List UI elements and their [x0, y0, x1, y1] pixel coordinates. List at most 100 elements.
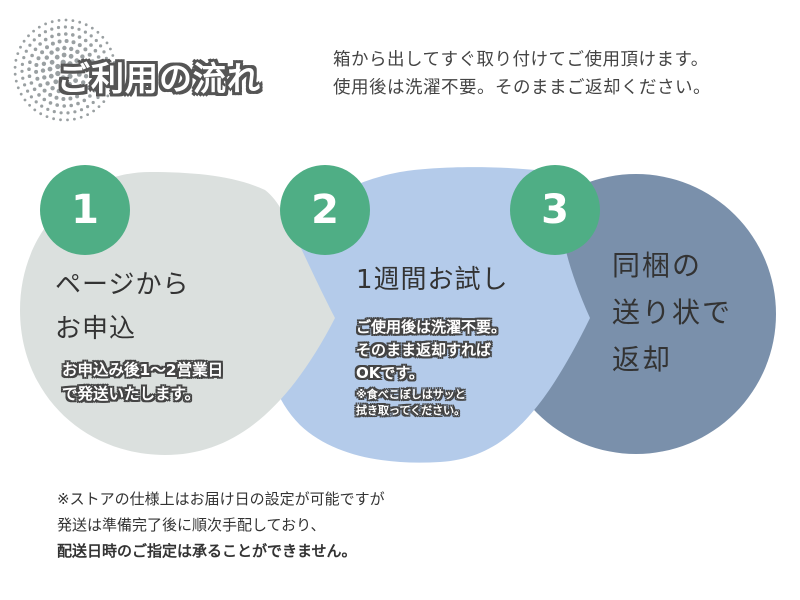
decoration-dot: [81, 90, 85, 95]
decoration-dot: [98, 76, 102, 80]
decoration-dot: [92, 88, 97, 93]
decoration-dot: [55, 103, 59, 107]
decoration-dot: [70, 88, 75, 93]
decoration-dot: [30, 53, 34, 58]
decoration-dot: [83, 30, 87, 34]
decoration-dot: [106, 94, 110, 98]
decoration-dot: [70, 26, 74, 30]
decoration-dot: [20, 69, 24, 73]
decoration-dot: [69, 103, 73, 108]
step-2-label: 1週間お試し: [356, 265, 509, 295]
decoration-dot: [52, 117, 55, 121]
decoration-dot: [113, 67, 117, 71]
decoration-dot: [35, 76, 40, 81]
decoration-dot: [24, 49, 28, 53]
decoration-dot: [27, 67, 31, 71]
decoration-dot: [45, 115, 49, 118]
decoration-dot: [73, 78, 78, 83]
page-title: ご利用の流れ: [57, 59, 261, 98]
decoration-dot: [64, 39, 69, 43]
decoration-dot: [34, 63, 39, 67]
step-2-small-line-1: ※食べこぼしはサッと: [356, 388, 466, 401]
decoration-dot: [68, 53, 74, 59]
decoration-dot: [39, 112, 43, 116]
decoration-dot: [23, 98, 27, 102]
decoration-dot: [42, 88, 47, 93]
step-3-badge: [510, 165, 600, 255]
decoration-dot: [85, 85, 90, 90]
decoration-dot: [33, 47, 38, 52]
decoration-dot: [75, 49, 80, 54]
step-1-badge: [40, 165, 130, 255]
decoration-dot: [52, 110, 56, 114]
decoration-dot: [49, 59, 55, 65]
step-2-note-line-1: ご使用後は洗濯不要。: [356, 318, 507, 336]
decoration-dot: [80, 54, 85, 59]
decoration-dot: [73, 117, 76, 121]
decoration-dot: [27, 74, 32, 78]
decoration-dot: [106, 70, 110, 74]
decoration-dot: [100, 90, 104, 94]
decoration-dot: [45, 45, 49, 50]
decoration-dot: [55, 47, 60, 52]
decoration-dot: [16, 52, 20, 55]
decoration-dot: [38, 83, 43, 88]
decoration-dot: [48, 101, 53, 105]
decoration-dot: [84, 23, 88, 27]
decoration-dot: [32, 87, 37, 92]
step-1-number: 1: [71, 187, 99, 233]
decoration-dot: [69, 46, 74, 52]
footer-notice: ※ストアの仕様上はお届け日の設定が可能ですが 発送は準備完了後に順次手配しており…: [57, 486, 385, 564]
decoration-dot: [68, 96, 73, 101]
decoration-dot: [96, 82, 100, 87]
decoration-dot: [50, 86, 55, 91]
decoration-dot: [38, 42, 42, 46]
decoration-dot: [62, 67, 68, 73]
decoration-dot: [64, 18, 68, 22]
decoration-dot: [77, 27, 81, 31]
decoration-dot: [50, 41, 55, 46]
decoration-dot: [59, 118, 62, 122]
decoration-dot: [82, 98, 87, 103]
decoration-dot: [20, 62, 24, 66]
decoration-dot: [104, 56, 108, 61]
decoration-dot: [55, 63, 61, 70]
decoration-dot: [78, 20, 82, 24]
decoration-dot: [26, 89, 30, 93]
decoration-dot: [49, 50, 54, 55]
decoration-dot: [83, 47, 88, 52]
decoration-dot: [90, 26, 94, 30]
decoration-dot: [47, 66, 53, 72]
decoration-dot: [71, 33, 75, 37]
footer-line-3: 配送日時のご指定は承ることができません。: [57, 542, 357, 560]
decoration-dot: [79, 108, 84, 112]
step-1-label-line-1: ページから: [55, 270, 190, 300]
decoration-dot: [83, 74, 89, 79]
decoration-dot: [14, 79, 18, 83]
decoration-dot: [93, 48, 98, 53]
decoration-dot: [50, 20, 54, 24]
decoration-dot: [59, 82, 65, 88]
decoration-dot: [33, 108, 37, 112]
decoration-dot: [48, 73, 54, 79]
decoration-dot: [75, 94, 80, 99]
decoration-dot: [83, 60, 88, 65]
step-3-label-line-2: 送り状で: [612, 296, 733, 329]
decoration-dot: [42, 75, 47, 80]
step-3-label-line-1: 同梱の: [612, 249, 703, 282]
decoration-dot: [28, 43, 32, 47]
decoration-dot: [86, 113, 89, 116]
decoration-dot: [56, 88, 61, 94]
decoration-dot: [63, 25, 67, 29]
intro-line-2: 使用後は洗濯不要。そのままご返却ください。: [333, 78, 711, 98]
decoration-dot: [40, 68, 46, 73]
decoration-dot: [34, 69, 39, 74]
decoration-dot: [57, 19, 61, 22]
decoration-dot: [48, 92, 53, 97]
decoration-dot: [74, 58, 80, 64]
decoration-dot: [98, 62, 103, 66]
decoration-dot: [41, 61, 47, 66]
decoration-dot: [57, 32, 61, 37]
decoration-dot: [109, 47, 112, 51]
decoration-dot: [36, 56, 41, 61]
